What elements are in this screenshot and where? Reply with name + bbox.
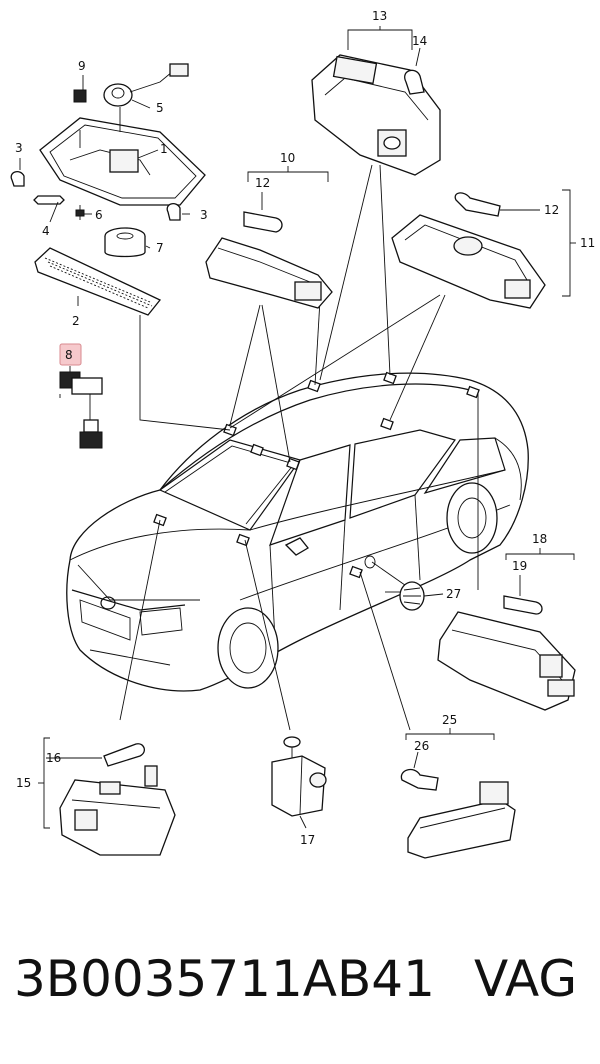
part-11-rear-light: [391, 192, 546, 309]
part-13-console-light: [311, 54, 441, 176]
label-4: 4: [42, 224, 50, 238]
part-8-component: [59, 371, 103, 449]
label-7: 7: [156, 241, 164, 255]
car-illustration: [66, 372, 529, 692]
label-3-left: 3: [15, 141, 23, 155]
label-27: 27: [446, 587, 461, 601]
label-10: 10: [280, 151, 295, 165]
label-13: 13: [372, 9, 387, 23]
part-8-highlight-box: [59, 343, 82, 366]
label-17: 17: [300, 833, 315, 847]
label-25: 25: [442, 713, 457, 727]
part-25-glovebox-light: [400, 768, 516, 859]
label-9: 9: [78, 59, 86, 73]
dome-light-assembly: [10, 63, 206, 316]
label-brackets: [38, 26, 576, 829]
label-pointers: [19, 47, 540, 829]
label-2: 2: [72, 314, 80, 328]
parts-diagram: 1 2 3 3 4 5 6 7 8 9 10 11 12 12 13 14 15…: [10, 9, 595, 859]
part-17-door-switch: [271, 736, 327, 817]
brand-name: VAG: [474, 950, 578, 1008]
part-15-door-light: [59, 743, 176, 856]
label-12-right: 12: [544, 203, 559, 217]
label-3-right: 3: [200, 208, 208, 222]
label-16: 16: [46, 751, 61, 765]
part-18-trunk-light: [437, 595, 576, 711]
label-6: 6: [95, 208, 103, 222]
label-18: 18: [532, 532, 547, 546]
label-12-left: 12: [255, 176, 270, 190]
part-number-code: 3B0035711AB41: [14, 950, 435, 1008]
leader-lines: [119, 164, 479, 731]
part-number-labels: 1 2 3 3 4 5 6 7 8 9 10 11 12 12 13 14 15…: [15, 9, 595, 847]
label-8: 8: [65, 348, 73, 362]
part-10-reading-light: [205, 211, 333, 309]
label-11: 11: [580, 236, 595, 250]
part-27-grommet: [399, 581, 425, 611]
label-1: 1: [160, 142, 168, 156]
label-5: 5: [156, 101, 164, 115]
label-19: 19: [512, 559, 527, 573]
label-26: 26: [414, 739, 429, 753]
label-15: 15: [16, 776, 31, 790]
label-14: 14: [412, 34, 427, 48]
light-position-markers: [153, 371, 480, 579]
